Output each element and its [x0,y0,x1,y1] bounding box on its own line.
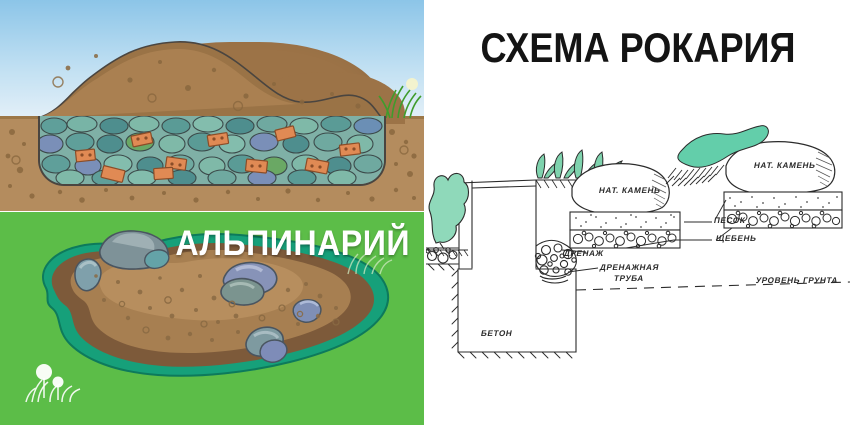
stone-shading [651,173,667,209]
gravel-circles [726,210,841,229]
footing-outline [457,268,577,353]
boulder [292,299,322,323]
grass-icon [347,253,393,275]
pit-fill-stones [40,116,384,184]
ground-hatch-left [427,263,455,271]
alpinarium-illustration: АЛЬПИНАРИЙ [0,212,424,425]
ground-hatch-footing [451,269,573,359]
label-beton: БЕТОН [480,329,514,338]
wall-top-outer [458,179,537,184]
sun-glow [406,78,418,90]
sand-dots [729,196,838,208]
boulder [220,261,278,306]
rockery-cross-section-illustration [0,0,424,211]
shrub-plant [428,172,470,250]
boulder [99,230,170,270]
grass-icon [378,85,422,119]
sand-layer [723,191,843,211]
scheme-drawing [426,125,850,359]
stone-shading [815,151,833,187]
sand-layer [569,211,681,231]
label-uroven-grunta: УРОВЕНЬ ГРУНТА [755,276,839,285]
broken-brick [74,125,362,183]
page-title: СХЕМА РОКАРИЯ [480,24,796,71]
soil-pebble-rings [118,296,340,334]
drainage-gravel-pocket [534,239,577,284]
label-drenazhnaya-truba: ДРЕНАЖНАЯ [599,263,660,272]
boulder [74,258,102,292]
left-illustration-column: АЛЬПИНАРИЙ [0,0,424,425]
soil-texture [94,274,338,342]
label-drenazhnaya-truba-second-line: ТРУБА [613,274,645,283]
leader-lines [561,199,733,273]
drainage-pit [38,116,386,186]
label-pesok: ПЕСОК [713,216,747,225]
boulder [245,326,288,363]
terrace-middle [569,163,681,249]
label-naturalnyy-kamen-2: НАТ. КАМЕНЬ [753,161,817,170]
label-scheben: ЩЕБЕНЬ [715,234,758,243]
label-naturalnyy-kamen-1: НАТ. КАМЕНЬ [598,186,662,195]
ground-level-dashed-line [575,281,850,291]
mound-highlight [38,48,298,118]
terrace-right [723,141,843,229]
wall-top-inner [471,185,537,189]
dandelion-icon [25,364,81,403]
alpinarium-svg [25,230,393,403]
sand-dots [575,214,675,228]
label-drenazh: ДРЕНАЖ [563,249,605,258]
alpinarium-label: АЛЬПИНАРИЙ [175,224,410,263]
brick-holes [80,136,356,169]
groundcover-plant [665,125,769,187]
rockery-scheme-diagram: СХЕМА РОКАРИЯ [426,0,850,425]
ground-hatch-shrub [427,249,469,257]
rockery-detail-svg [37,41,422,119]
